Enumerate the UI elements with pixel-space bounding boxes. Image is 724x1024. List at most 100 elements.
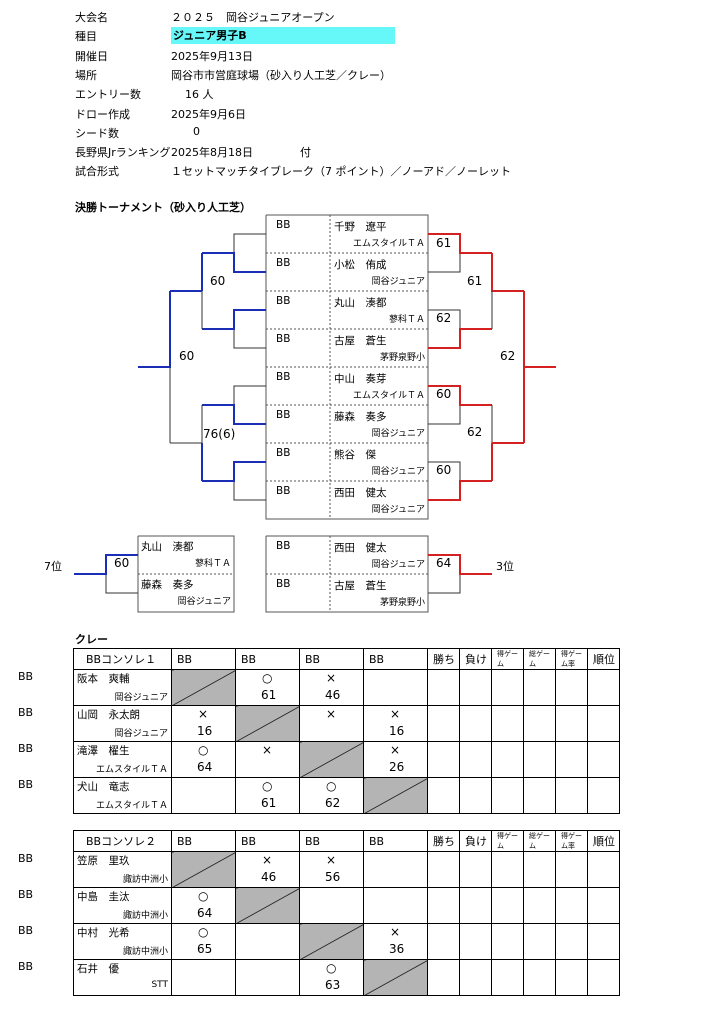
bracket-line: [202, 252, 266, 273]
info-label: エントリー数: [75, 88, 141, 102]
bracket-line: [202, 309, 266, 330]
rr-header-cell: 総ゲーム: [523, 830, 556, 852]
player-name: 中島 圭汰: [77, 891, 130, 903]
player-club: 茅野泉野小: [379, 598, 425, 608]
result-mark: ○: [198, 743, 209, 757]
match-score: 60: [210, 274, 226, 288]
rr-stat-cell: [587, 959, 620, 996]
result-mark: ×: [326, 707, 337, 721]
rr-stat-cell: [555, 959, 588, 996]
final-title: 決勝トーナメント（砂入り人工芝）: [75, 201, 251, 214]
info-value: 2025年8月18日: [171, 146, 253, 160]
info-label: 長野県Jrランキング: [75, 146, 171, 160]
rr-stat-cell: [427, 741, 460, 778]
rr-header-cell: 負け: [459, 648, 492, 670]
player-class: BB: [276, 409, 291, 421]
rr-result-cell: ○63: [299, 959, 364, 996]
player-name: 犬山 竜志: [77, 781, 130, 793]
rr-stat-cell: [523, 959, 556, 996]
rr-result-cell: [171, 777, 236, 814]
player-class: BB: [18, 742, 34, 755]
player-name: 滝澤 櫂生: [77, 745, 130, 757]
bracket-line: [523, 291, 556, 368]
rr-stat-cell: [523, 887, 556, 924]
bracket-line: [428, 328, 492, 349]
player-name: 古屋 蒼生: [334, 335, 387, 347]
player-class: BB: [18, 888, 34, 901]
rr-result-cell: [171, 959, 236, 996]
rr-stat-cell: [555, 887, 588, 924]
match-score: 60: [179, 349, 195, 363]
rr-result-cell: ×16: [363, 705, 428, 742]
rr-stat-cell: [523, 705, 556, 742]
player-club: 蓼科ＴＡ: [388, 315, 425, 325]
rr-stat-cell: [491, 741, 524, 778]
player-class: BB: [18, 778, 34, 791]
player-club: 岡谷ジュニア: [114, 729, 168, 739]
player-class: BB: [276, 219, 291, 231]
info-value: 2025年9月13日: [171, 49, 253, 63]
info-label: 試合形式: [75, 165, 119, 179]
result-score: 36: [389, 942, 405, 956]
rr-result-cell: ○61: [235, 777, 300, 814]
info-label: ドロー作成: [75, 107, 130, 121]
rr-stat-cell: [427, 777, 460, 814]
rr-stat-cell: [555, 923, 588, 960]
rr-stat-cell: [491, 959, 524, 996]
player-club: 岡谷ジュニア: [371, 277, 425, 287]
match-score: 61: [436, 236, 452, 250]
rr-result-cell: ×26: [363, 741, 428, 778]
rr-result-cell: ×16: [171, 705, 236, 742]
result-score: 16: [389, 724, 405, 738]
rr-stat-cell: [587, 705, 620, 742]
rr-header-cell: 勝ち: [427, 830, 460, 852]
rr-result-cell: [299, 923, 364, 960]
bracket-line: [233, 405, 266, 425]
rr-result-cell: ×36: [363, 923, 428, 960]
rr-header-cell: BB: [299, 648, 364, 670]
info-value: ２０２５ 岡谷ジュニアオープン: [171, 11, 335, 24]
rr-result-cell: ○61: [235, 669, 300, 706]
bracket-line: [265, 214, 429, 520]
rr-header-cell: 順位: [587, 830, 620, 852]
result-mark: ×: [262, 853, 273, 867]
result-score: 46: [261, 870, 277, 884]
result-mark: ×: [326, 671, 337, 685]
result-score: 64: [197, 760, 213, 774]
bracket-line: [233, 309, 266, 329]
rr-header-cell: BB: [299, 830, 364, 852]
rr-result-cell: [235, 923, 300, 960]
player-club: エムスタイルＴＡ: [352, 239, 425, 249]
rr-header-cell: 順位: [587, 648, 620, 670]
player-club: 岡谷ジュニア: [177, 597, 231, 607]
rr-stat-cell: [459, 777, 492, 814]
match-score: 60: [436, 387, 452, 401]
rr-stat-cell: [459, 959, 492, 996]
rr-header-cell: 得ゲーム率: [555, 830, 588, 852]
player-club: 岡谷ジュニア: [371, 560, 425, 570]
bracket-line: [138, 291, 171, 368]
player-name: 古屋 蒼生: [334, 580, 387, 592]
result-score: 16: [197, 724, 213, 738]
bracket-line: [428, 233, 492, 254]
match-score: 62: [467, 425, 483, 439]
bracket-line: [233, 253, 266, 273]
info-value: 岡谷市市営庭球場（砂入り人工芝／クレー）: [171, 68, 391, 82]
rr-header-cell: 総ゲーム: [523, 648, 556, 670]
player-club: 諏訪中洲小: [122, 911, 168, 921]
player-name: 小松 侑成: [334, 259, 387, 271]
match-score: 62: [500, 349, 516, 363]
bracket-line: [491, 253, 524, 292]
match-score: 61: [467, 274, 483, 288]
rr-stat-cell: [459, 887, 492, 924]
rr-header-cell: BBコンソレ２: [73, 830, 172, 852]
rr-result-cell: [299, 887, 364, 924]
rr-header-cell: BBコンソレ１: [73, 648, 172, 670]
result-mark: ○: [198, 889, 209, 903]
player-class: BB: [18, 852, 34, 865]
rr-stat-cell: [491, 923, 524, 960]
player-name: 丸山 湊都: [141, 541, 194, 553]
match-score: 64: [436, 556, 452, 570]
rr-stat-cell: [587, 669, 620, 706]
